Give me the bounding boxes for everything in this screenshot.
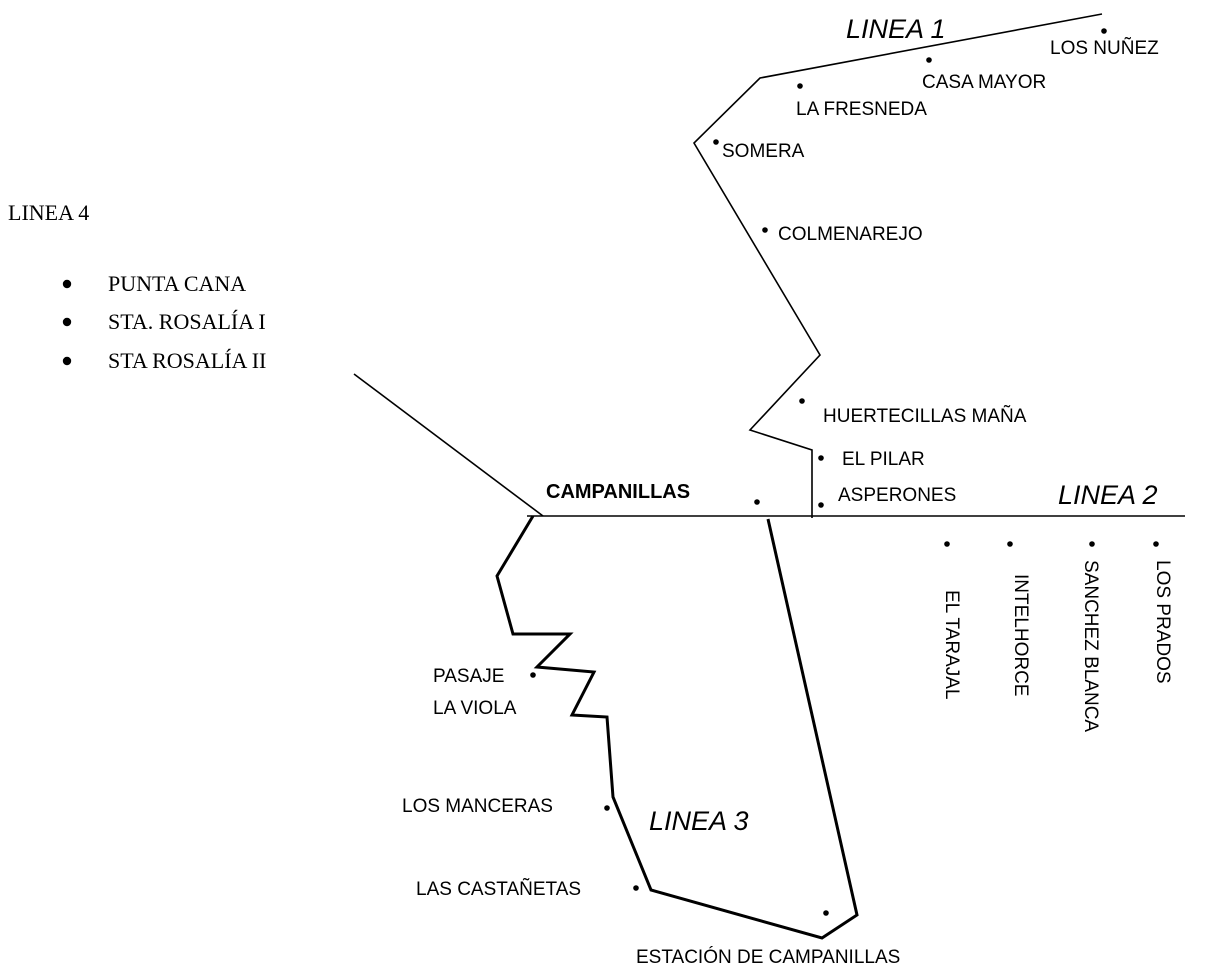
bullet-icon (62, 279, 72, 289)
linea-4-route (353, 373, 544, 517)
stop-dot (799, 398, 805, 404)
linea4-item: STA. ROSALÍA I (108, 309, 266, 334)
stop-la-fresneda: LA FRESNEDA (796, 99, 927, 120)
linea-4-title: LINEA 4 (8, 200, 89, 225)
hub-label: CAMPANILLAS (546, 481, 690, 503)
stop-dot (926, 57, 932, 63)
linea-2-title: LINEA 2 (1058, 480, 1158, 510)
linea-1-title: LINEA 1 (846, 14, 946, 44)
stop-dot (713, 139, 719, 145)
stop-dot (530, 672, 536, 678)
stop-pasaje-line1: PASAJE (433, 666, 504, 687)
stop-sanchez-blanca: SANCHEZ BLANCA (1080, 560, 1101, 732)
stop-dot (797, 83, 803, 89)
bullet-icon (62, 356, 72, 366)
hub-dot (754, 499, 760, 505)
stop-dot (633, 885, 639, 891)
linea-1-route (692, 13, 1103, 518)
stop-colmenarejo: COLMENAREJO (778, 224, 923, 245)
stop-el-pilar: EL PILAR (842, 449, 925, 470)
stop-dot (818, 502, 824, 508)
stop-pasaje-line2: LA VIOLA (433, 698, 517, 719)
bullet-icon (62, 317, 72, 327)
stop-dot (1007, 541, 1013, 547)
stop-dot (1089, 541, 1095, 547)
stop-casa-mayor: CASA MAYOR (922, 72, 1046, 93)
stop-dot (944, 541, 950, 547)
stop-dot (823, 910, 829, 916)
stop-los-manceras: LOS MANCERAS (402, 796, 553, 817)
linea-3-route (495, 515, 859, 940)
stop-asperones: ASPERONES (838, 485, 956, 506)
stop-el-tarajal: EL TARAJAL (941, 590, 962, 699)
linea4-item: STA ROSALÍA II (108, 348, 266, 373)
stop-dot (762, 227, 768, 233)
stop-somera: SOMERA (722, 141, 805, 162)
stop-dot (604, 805, 610, 811)
stop-las-castanetas: LAS CASTAÑETAS (416, 878, 581, 900)
stop-dot (1153, 541, 1159, 547)
linea4-item: PUNTA CANA (108, 271, 246, 296)
stop-huertecillas: HUERTECILLAS MAÑA (823, 405, 1027, 427)
stop-los-nunez: LOS NUÑEZ (1050, 37, 1159, 59)
stop-dot (1101, 28, 1107, 34)
stop-los-prados: LOS PRADOS (1152, 560, 1173, 684)
stop-dot (818, 455, 824, 461)
linea-3-title: LINEA 3 (649, 806, 749, 836)
stop-estacion: ESTACIÓN DE CAMPANILLAS (636, 946, 900, 968)
stop-intelhorce: INTELHORCE (1010, 574, 1031, 696)
